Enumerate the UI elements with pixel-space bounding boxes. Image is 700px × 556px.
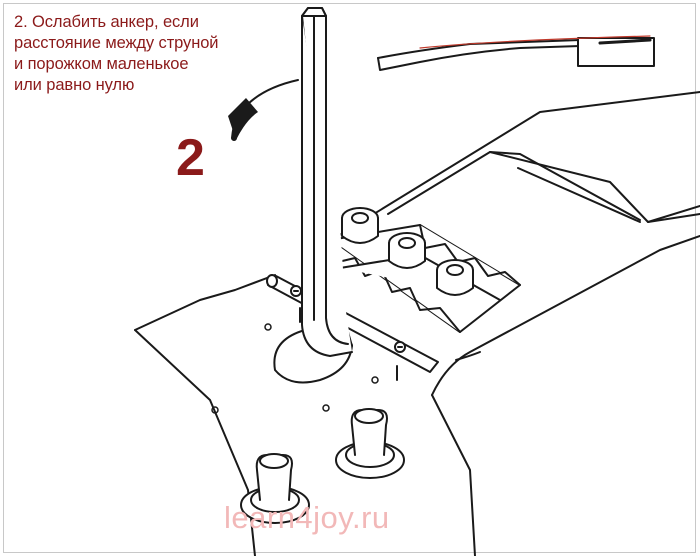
- string-nut-detail: [377, 35, 655, 71]
- instruction-line: и порожком маленькое: [14, 55, 189, 73]
- screw-holes: [211, 323, 379, 414]
- image-frame: [3, 3, 696, 553]
- allen-key: [301, 7, 353, 357]
- instruction-line: 2. Ослабить анкер, если: [14, 13, 199, 31]
- watermark: learn4joy.ru: [224, 500, 390, 535]
- step-number: 2: [176, 129, 205, 187]
- curved-arrow-counterclockwise-icon: [228, 79, 299, 141]
- tuning-pegs: [240, 408, 405, 524]
- instruction-line: расстояние между струной: [14, 34, 219, 52]
- instruction-text: 2. Ослабить анкер, если расстояние между…: [14, 12, 284, 96]
- truss-nuts: [341, 207, 474, 296]
- headstock-outline: [134, 91, 700, 556]
- instruction-line: или равно нулю: [14, 76, 135, 94]
